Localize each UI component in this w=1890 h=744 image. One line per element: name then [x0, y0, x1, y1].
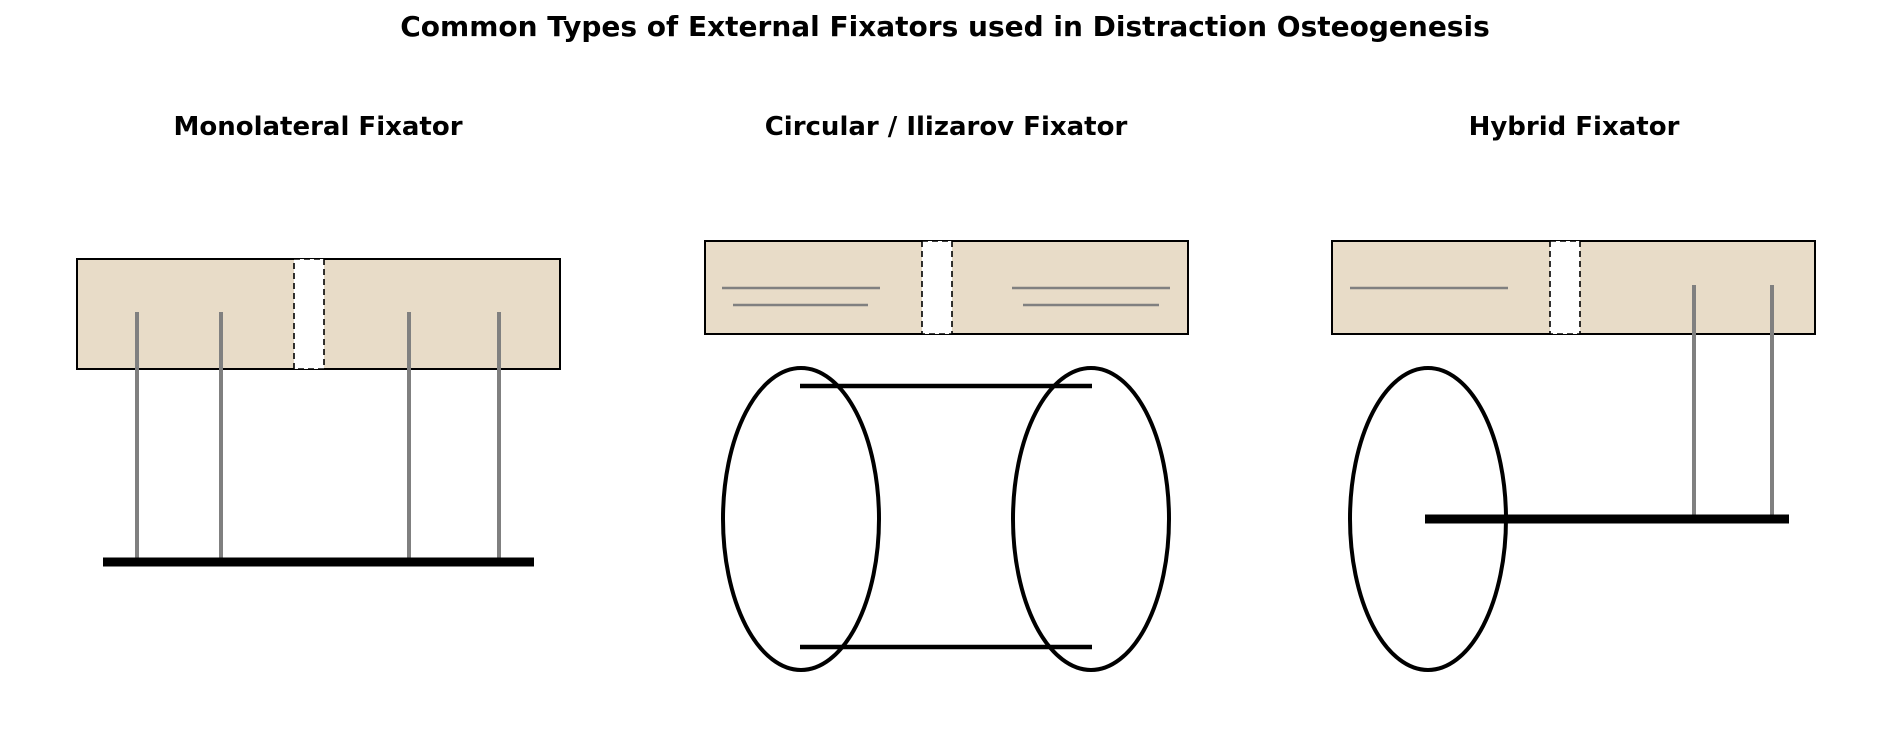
ring: [721, 366, 881, 672]
circular-fixator: [704, 240, 1189, 672]
ring: [1011, 366, 1171, 672]
distraction-gap: [921, 240, 953, 335]
figure-title: Common Types of External Fixators used i…: [400, 10, 1490, 43]
panel-title-hybrid: Hybrid Fixator: [1468, 112, 1680, 142]
monolateral-fixator: [76, 258, 561, 567]
panel-title-monolateral: Monolateral Fixator: [173, 112, 463, 142]
panel-title-circular: Circular / Ilizarov Fixator: [764, 112, 1128, 142]
distraction-gap: [293, 258, 325, 370]
hybrid-fixator: [1331, 240, 1816, 672]
distraction-gap: [1549, 240, 1581, 335]
